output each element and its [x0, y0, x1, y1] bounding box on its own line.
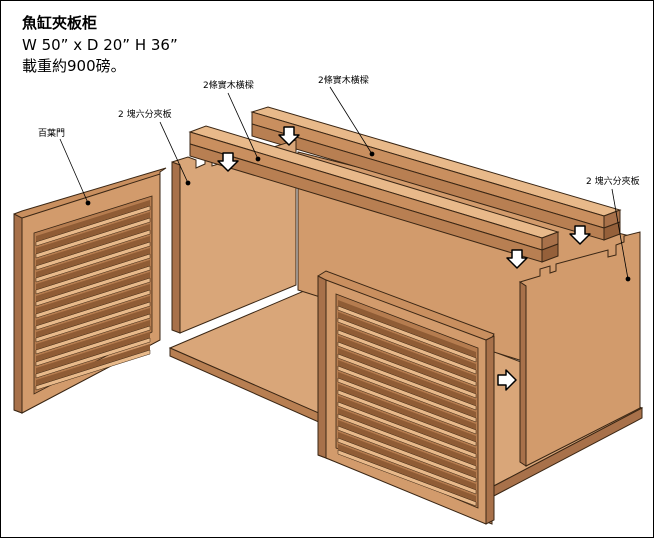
louver-slat	[337, 401, 477, 459]
rear-beams-label: 2條實木橫樑	[318, 76, 369, 86]
louver-slat	[337, 341, 477, 399]
louver-slat-shadow	[338, 372, 476, 430]
louver-slat-shadow	[36, 236, 150, 278]
right-plywood-label: 2 塊六分夾板	[586, 177, 640, 187]
louver-slat-shadow	[36, 320, 150, 362]
louver-slat-shadow	[36, 200, 150, 242]
louver-slat	[35, 289, 151, 331]
left-side-panel	[171, 139, 297, 334]
left-plywood-label: 2 塊六分夾板	[118, 110, 172, 120]
front-beams-label: 2條實木橫樑	[203, 81, 254, 91]
louver-slat	[337, 353, 477, 411]
louver-slat	[337, 449, 477, 507]
cabinet-load-capacity: 載重約900磅。	[22, 57, 126, 75]
louver-slat-shadow	[338, 360, 476, 418]
louver-slat	[337, 329, 477, 387]
louver-slat	[35, 301, 151, 343]
louver-slat-shadow	[36, 260, 150, 302]
louver-slat-shadow	[338, 408, 476, 466]
leader-lines	[59, 86, 631, 282]
louver-slat	[35, 241, 151, 283]
louver-slat-shadow	[36, 224, 150, 266]
louver-slat-shadow	[36, 212, 150, 254]
louver-slat-shadow	[338, 384, 476, 442]
right-louver-door	[317, 270, 495, 525]
louver-slat	[337, 377, 477, 435]
louver-slat	[35, 277, 151, 319]
louver-slat-shadow	[36, 296, 150, 338]
louver-slat	[35, 265, 151, 307]
louver-slat-shadow	[338, 444, 476, 502]
louver-slat	[337, 317, 477, 375]
cabinet-title: 魚缸夾板柜	[22, 14, 98, 32]
louver-slat-shadow	[36, 272, 150, 314]
louver-slat	[337, 389, 477, 447]
louver-slat	[337, 425, 477, 483]
louver-slat-shadow	[338, 324, 476, 382]
louver-slat	[337, 365, 477, 423]
louver-slat-shadow	[338, 348, 476, 406]
louver-slat	[35, 325, 151, 367]
louver-door-label: 百葉門	[38, 129, 66, 139]
louver-slat-shadow	[338, 312, 476, 370]
louver-slat-shadow	[338, 396, 476, 454]
louver-slat	[337, 437, 477, 495]
louver-slat	[337, 305, 477, 363]
louver-slat	[35, 217, 151, 259]
louver-slat-shadow	[36, 344, 150, 386]
left-louver-door	[13, 167, 167, 414]
louver-slat-shadow	[338, 300, 476, 358]
louver-slat	[337, 413, 477, 471]
louver-slat-shadow	[36, 248, 150, 290]
louver-slat-shadow	[36, 332, 150, 374]
louver-slat-shadow	[338, 420, 476, 478]
louver-slat	[35, 205, 151, 247]
louver-slat	[35, 337, 151, 379]
louver-slat-shadow	[36, 308, 150, 350]
front-beam-pair	[188, 125, 560, 263]
right-side-panel	[518, 231, 641, 467]
louver-slat-shadow	[338, 336, 476, 394]
rear-beam-pair	[250, 106, 622, 241]
cabinet-dimensions: W 50” x D 20” H 36”	[22, 36, 178, 54]
louver-slat	[35, 349, 151, 391]
louver-slat	[35, 229, 151, 271]
louver-slat	[35, 313, 151, 355]
louver-slat-shadow	[338, 432, 476, 490]
louver-slat	[35, 253, 151, 295]
louver-slat-shadow	[36, 284, 150, 326]
